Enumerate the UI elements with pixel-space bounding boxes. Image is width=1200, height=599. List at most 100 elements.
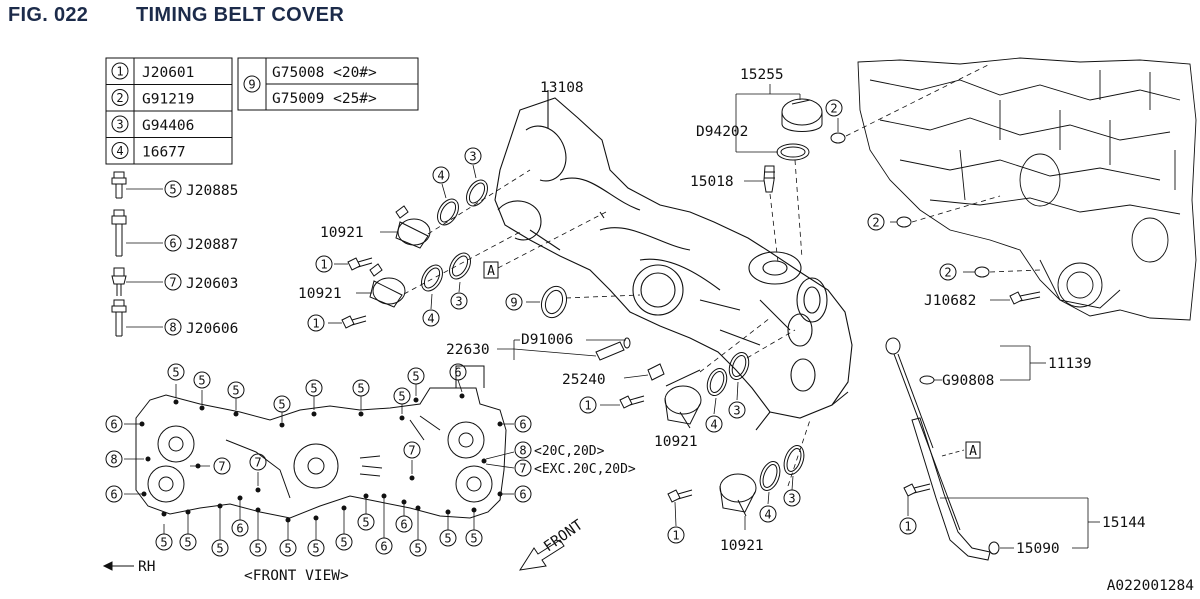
bolt-6-drawing (111, 209, 163, 257)
small-bolt-mid (600, 395, 645, 409)
front-view-leaders (124, 379, 515, 540)
svg-text:1: 1 (904, 520, 911, 534)
sensor-25240 (623, 363, 665, 381)
svg-text:9: 9 (510, 296, 517, 310)
mid-dash-leaders (699, 317, 811, 487)
svg-text:2: 2 (944, 266, 951, 280)
svg-text:5: 5 (232, 384, 239, 398)
part-label-15144: 15144 (1102, 515, 1146, 531)
figure-number: FIG. 022 (8, 4, 89, 26)
bolt-code-7: J20603 (186, 276, 238, 292)
svg-text:6: 6 (400, 518, 407, 532)
svg-text:1: 1 (672, 529, 679, 543)
svg-text:A: A (487, 264, 495, 279)
block-o-rings (830, 63, 1041, 278)
svg-text:4: 4 (437, 169, 444, 183)
legend-table (105, 57, 419, 165)
part-label-15090: 15090 (1016, 541, 1060, 557)
svg-text:5: 5 (412, 370, 419, 384)
svg-text:6: 6 (519, 488, 526, 502)
front-direction-label: FRONT (541, 517, 586, 555)
bolt-code-8: J20606 (186, 321, 238, 337)
figure-title: TIMING BELT COVER (136, 4, 345, 26)
legend-num-9: 9 (248, 78, 255, 92)
part-label-15255: 15255 (740, 67, 784, 83)
svg-text:1: 1 (312, 317, 319, 331)
svg-text:5: 5 (357, 382, 364, 396)
bolt-5-drawing (111, 171, 163, 199)
small-bolt-bottom (667, 489, 693, 527)
svg-text:5: 5 (278, 398, 285, 412)
upper-dash-leaders (403, 169, 641, 299)
svg-text:8: 8 (519, 444, 526, 458)
svg-text:3: 3 (788, 492, 795, 506)
svg-text:5: 5 (312, 542, 319, 556)
o-rings-mid (706, 351, 750, 415)
svg-text:6: 6 (110, 488, 117, 502)
svg-text:A: A (969, 444, 977, 459)
front-view-bolt-dots (139, 393, 503, 523)
part-label-10921-upper: 10921 (320, 225, 364, 241)
small-bolts-upper (328, 257, 373, 329)
svg-text:3: 3 (733, 404, 740, 418)
marker-a-2: A (965, 441, 981, 459)
legend-code-2: G91219 (142, 92, 194, 108)
svg-text:6: 6 (110, 418, 117, 432)
engine-block-sketch (857, 57, 1197, 321)
block-bolt-j10682 (990, 291, 1041, 305)
svg-text:1: 1 (320, 258, 327, 272)
bracket-22630 (497, 339, 626, 360)
rh-label: RH (138, 559, 155, 575)
svg-text:5: 5 (160, 536, 167, 550)
svg-text:5: 5 (254, 542, 261, 556)
part-label-10921-bottom: 10921 (720, 538, 764, 554)
front-arrow-icon (518, 539, 565, 571)
svg-text:5: 5 (414, 542, 421, 556)
svg-text:7: 7 (408, 444, 415, 458)
svg-text:5: 5 (198, 374, 205, 388)
cam-sensor-upper (380, 205, 431, 249)
part-label-10921-lower: 10921 (298, 286, 342, 302)
callout-markers (307, 99, 957, 544)
diagram-code: A022001284 (1107, 578, 1195, 594)
part-label-13108: 13108 (540, 80, 584, 96)
svg-text:6: 6 (519, 418, 526, 432)
bolt-code-6: J20887 (186, 237, 238, 253)
bolt-7-drawing (111, 267, 163, 296)
svg-text:5: 5 (172, 366, 179, 380)
bolt-num-6: 6 (169, 237, 176, 251)
dipstick-guide (911, 417, 1014, 561)
bolt-num-5: 5 (169, 183, 176, 197)
part-label-11139: 11139 (1048, 356, 1092, 372)
svg-text:6: 6 (236, 522, 243, 536)
svg-text:5: 5 (470, 532, 477, 546)
bolt-labels: 5 J20885 6 J20887 7 J20603 8 J20606 (164, 180, 238, 337)
dipstick-bolt (903, 483, 931, 516)
bolt-8-drawing (111, 299, 163, 337)
dipstick-leaders (940, 345, 1100, 549)
svg-text:3: 3 (469, 150, 476, 164)
front-view-notes: <20C,20D> <EXC.20C,20D> <FRONT VIEW> RH … (138, 444, 636, 584)
part-label-10921-mid: 10921 (654, 434, 698, 450)
legend-num-2: 2 (116, 91, 123, 105)
part-labels: 13108 15255 D94202 15018 10921 10921 109… (298, 67, 1146, 557)
svg-text:4: 4 (427, 312, 434, 326)
front-view-callout-numbers: 5 5 5 5 5 5 5 5 6 6 8 6 7 7 7 6 8 7 6 5 … (110, 366, 526, 556)
svg-text:2: 2 (872, 216, 879, 230)
svg-text:5: 5 (284, 542, 291, 556)
svg-text:7: 7 (218, 460, 225, 474)
svg-text:5: 5 (340, 536, 347, 550)
part-label-d91006: D91006 (521, 332, 573, 348)
svg-text:5: 5 (398, 390, 405, 404)
svg-text:6: 6 (380, 540, 387, 554)
svg-text:8: 8 (110, 453, 117, 467)
bolt-code-5: J20885 (186, 183, 238, 199)
cam-sensor-mid (664, 369, 702, 429)
cam-sensor-lower (356, 263, 406, 308)
front-view-label: <FRONT VIEW> (244, 568, 349, 584)
svg-text:1: 1 (584, 399, 591, 413)
legend-code-3: G94406 (142, 118, 194, 134)
oil-filler-pipe (763, 165, 775, 193)
svg-text:5: 5 (444, 532, 451, 546)
